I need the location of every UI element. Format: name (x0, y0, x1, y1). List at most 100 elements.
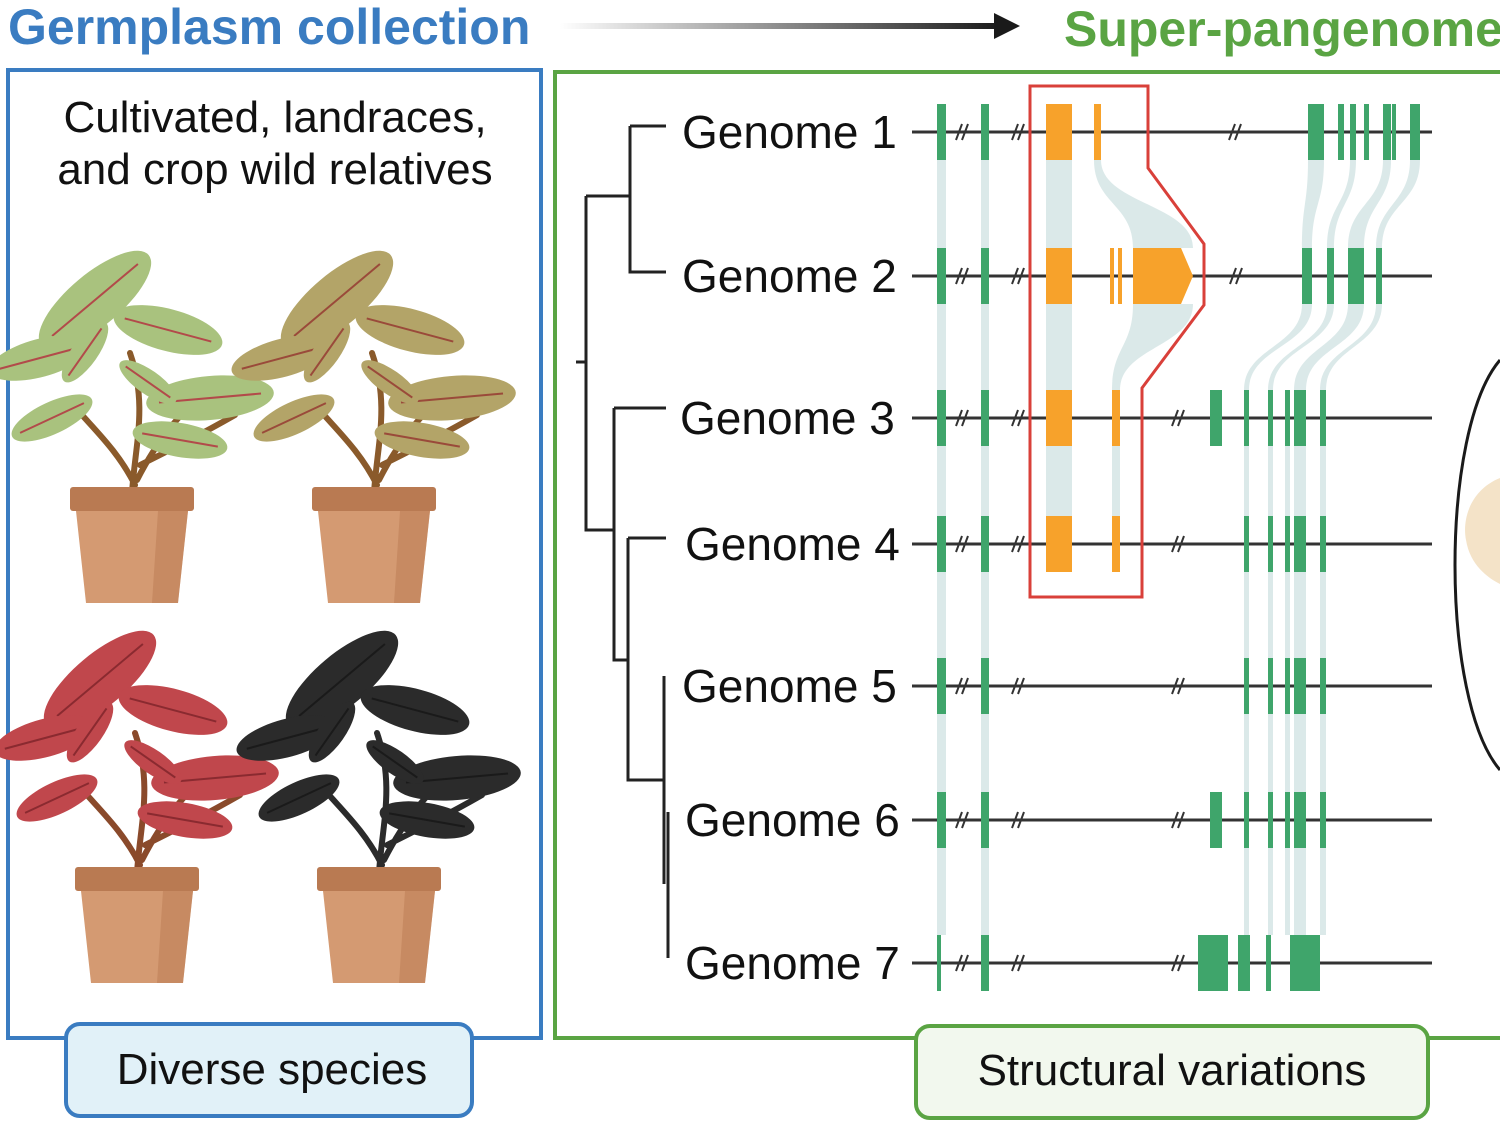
break-mark (955, 409, 969, 427)
break-mark (1011, 409, 1025, 427)
synteny-ribbon (1285, 714, 1290, 792)
synteny-ribbon (1348, 160, 1391, 248)
plant-illustrations (0, 250, 521, 983)
leaf-vein (147, 812, 223, 828)
structural-variations-badge: Structural variations (914, 1024, 1430, 1120)
synteny-ribbon (981, 848, 989, 935)
genome-label-6: Genome 6 (685, 794, 900, 846)
plant-black (236, 630, 521, 983)
germplasm-title: Germplasm collection (8, 0, 530, 55)
genome-track-7 (912, 935, 1432, 991)
sv-block (1046, 104, 1072, 160)
synteny-ribbon (981, 572, 989, 658)
synteny-ribbon (1302, 160, 1324, 248)
genome-label-1: Genome 1 (682, 106, 897, 158)
leaf-vein (314, 707, 350, 757)
gene-block (981, 658, 989, 714)
gene-block (1285, 792, 1290, 848)
gene-block (1320, 658, 1326, 714)
leaf-vein (266, 782, 332, 814)
gene-block (1285, 390, 1290, 446)
structural-variations-label: Structural variations (978, 1046, 1367, 1095)
break-mark (955, 677, 969, 695)
pot-shade (152, 511, 188, 603)
leaf-vein (246, 726, 328, 750)
synteny-ribbon (1285, 446, 1290, 516)
leaf-vein (293, 263, 381, 337)
synteny-ribbon (1320, 572, 1326, 658)
diverse-species-badge: Diverse species (64, 1022, 474, 1118)
break-mark (955, 811, 969, 829)
leaf-vein (298, 643, 386, 717)
gene-block (1268, 390, 1273, 446)
genome-label-7: Genome 7 (685, 937, 900, 989)
gene-block (1364, 104, 1369, 160)
gene-block (1350, 104, 1356, 160)
synteny-ribbon (1320, 848, 1326, 935)
leaf-vein (129, 697, 217, 723)
gene-block (937, 516, 946, 572)
gene-block (1320, 792, 1326, 848)
phylogenetic-tree (576, 124, 670, 958)
break-mark (1171, 535, 1185, 553)
gene-block (1383, 104, 1391, 160)
synteny-ribbon (1376, 160, 1420, 248)
sv-block (1046, 390, 1072, 446)
leaf-vein (124, 317, 212, 343)
gene-block (1338, 104, 1344, 160)
sv-block (1112, 516, 1120, 572)
gene-block (937, 658, 946, 714)
leaf-vein (389, 812, 465, 828)
leaf-vein (51, 263, 139, 337)
synteny-ribbon (1268, 446, 1273, 516)
gene-block (1294, 390, 1306, 446)
tree-branch (662, 676, 670, 958)
gene-block (1198, 935, 1228, 991)
germplasm-description-line-2: and crop wild relatives (57, 145, 492, 194)
genome-tracks (912, 104, 1432, 991)
synteny-ribbon (1244, 304, 1312, 390)
leaf-vein (371, 697, 459, 723)
synteny-ribbons (937, 160, 1420, 935)
synteny-ribbon (937, 446, 946, 516)
genome-track-3 (912, 390, 1432, 446)
leaf-vein (125, 365, 171, 399)
plant-olive (231, 250, 516, 603)
break-mark (955, 954, 969, 972)
synteny-ribbon (1294, 848, 1306, 935)
gene-block (937, 935, 941, 991)
synteny-ribbon (1327, 160, 1356, 248)
structural-variation-highlight (1028, 84, 1206, 599)
gene-block (981, 792, 989, 848)
synteny-ribbon (1285, 848, 1290, 935)
leaf-vein (67, 327, 103, 377)
gene-block (1294, 658, 1306, 714)
gene-block (981, 935, 989, 991)
plant-green (0, 250, 274, 603)
synteny-ribbon (1112, 304, 1193, 390)
gene-block (1285, 516, 1290, 572)
gene-block (937, 792, 946, 848)
genome-label-4: Genome 4 (685, 518, 900, 570)
synteny-ribbon (981, 714, 989, 792)
gene-block (1266, 935, 1271, 991)
genome-track-4 (912, 516, 1432, 572)
gene-block (1327, 248, 1334, 304)
gene-block (937, 390, 946, 446)
leaf-vein (72, 707, 108, 757)
synteny-ribbon (937, 304, 946, 390)
gene-block (1294, 516, 1306, 572)
leaf-vein (367, 365, 413, 399)
synteny-ribbon (1320, 446, 1326, 516)
gene-block (1268, 516, 1273, 572)
gene-block (1320, 516, 1326, 572)
pot-shade (394, 511, 430, 603)
break-mark (1011, 811, 1025, 829)
synteny-ribbon (1294, 304, 1364, 390)
sv-block (1110, 248, 1114, 304)
synteny-ribbon (1244, 848, 1249, 935)
tree-branch (612, 406, 666, 662)
synteny-ribbon (1268, 304, 1334, 390)
gene-block (937, 248, 946, 304)
